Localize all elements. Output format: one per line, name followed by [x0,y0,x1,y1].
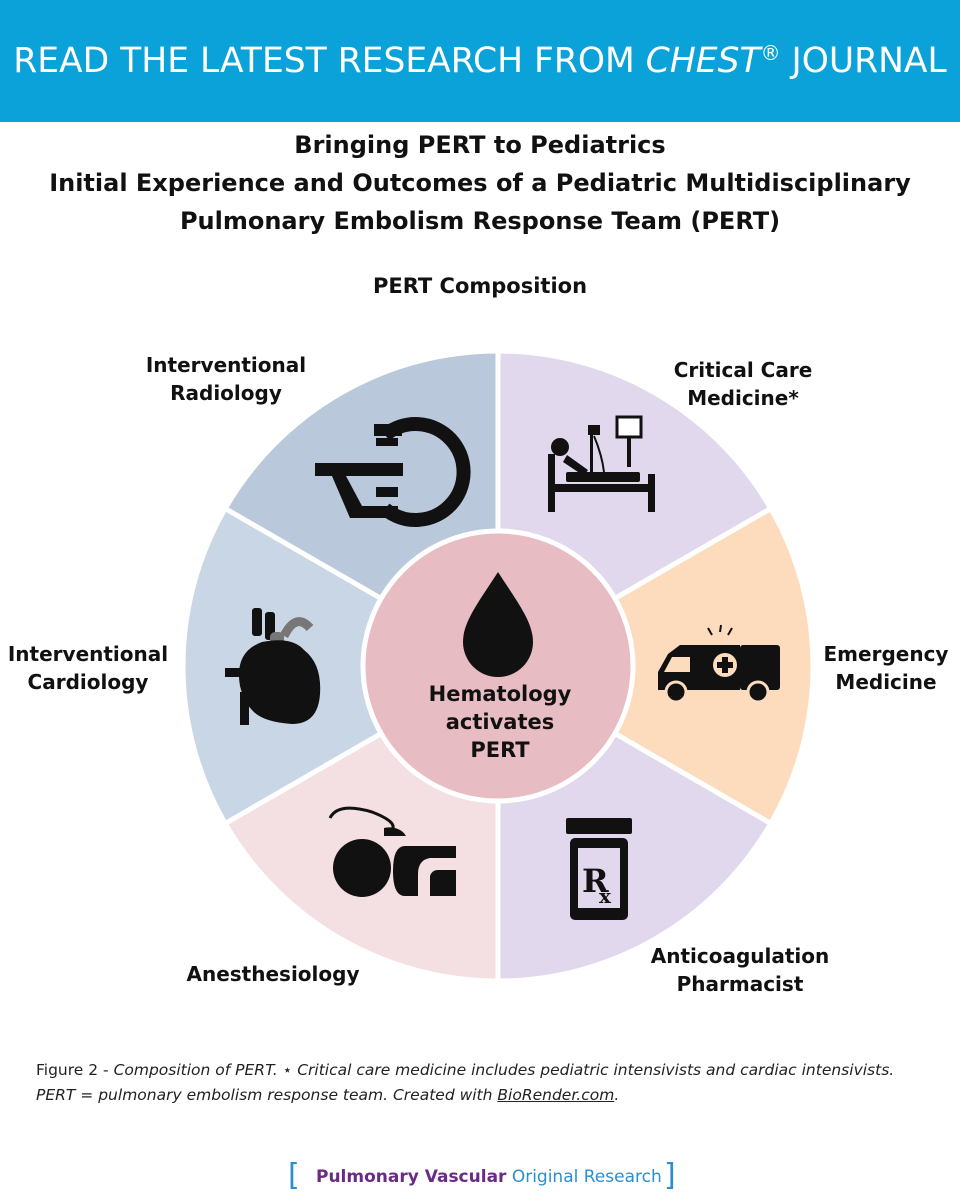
hospital-bed-icon [548,415,655,512]
svg-text:x: x [599,884,612,908]
label-interventional-radiology: Interventional Radiology [126,351,326,407]
center-label-line-2: activates [445,710,555,734]
segment-emergency [492,505,816,827]
segment-cardiology [180,505,504,827]
footer-text: Pulmonary Vascular Original Research [316,1167,662,1187]
biorender-link[interactable]: BioRender.com [497,1086,615,1104]
center-label: Hematology activates PERT [380,680,620,764]
banner-prefix: READ THE LATEST RESEARCH FROM [13,41,646,81]
caption-line-2: PERT = pulmonary embolism response team.… [36,1083,936,1108]
label-line-2: Cardiology [27,670,149,694]
heart-icon [225,608,321,725]
caption-figure-number: Figure 2 - [36,1061,114,1079]
prescription-bottle-icon: R x [566,818,632,920]
caption-star: ⋆ [277,1061,298,1079]
footer-type-label: Original Research [511,1167,662,1187]
label-line-1: Anesthesiology [186,962,360,986]
label-line-2: Medicine [835,670,937,694]
label-line-1: Anticoagulation [650,944,830,968]
label-line-1: Emergency [823,642,949,666]
label-line-1: Critical Care [673,358,813,382]
caption-line-1: Figure 2 - Composition of PERT. ⋆ Critic… [36,1058,936,1083]
label-line-2: Radiology [170,381,282,405]
banner-journal-name: CHEST [645,41,761,81]
c-arm-scanner-icon [315,417,471,527]
label-critical-care-medicine: Critical Care Medicine* [648,356,838,412]
header-banner: READ THE LATEST RESEARCH FROM CHEST® JOU… [0,0,960,122]
center-label-line-3: PERT [470,738,530,762]
label-anticoagulation-pharmacist: Anticoagulation Pharmacist [630,942,850,998]
label-interventional-cardiology: Interventional Cardiology [0,640,176,696]
diagram-title: PERT Composition [372,274,588,298]
svg-text:R: R [582,862,609,900]
footer-open-bracket: [ [288,1158,300,1193]
figure-caption: Figure 2 - Composition of PERT. ⋆ Critic… [36,1058,936,1108]
label-anesthesiology: Anesthesiology [168,960,378,988]
banner-text: READ THE LATEST RESEARCH FROM CHEST® JOU… [13,41,946,81]
caption-period: . [614,1086,620,1104]
label-line-2: Medicine* [687,386,799,410]
footer-category-label: Pulmonary Vascular [316,1167,507,1187]
footer-close-bracket: ] [664,1158,676,1193]
label-line-2: Pharmacist [676,972,804,996]
label-line-1: Interventional [145,353,307,377]
footer-category: [ Pulmonary Vascular Original Research ] [0,1156,960,1196]
ambulance-icon [658,624,780,704]
anesthesia-icon [328,806,456,897]
label-line-1: Interventional [7,642,169,666]
banner-suffix: JOURNAL [780,41,947,81]
article-subtitle-line-1: Initial Experience and Outcomes of a Ped… [49,169,911,197]
caption-definition: PERT = pulmonary embolism response team.… [36,1086,498,1104]
center-label-line-1: Hematology [428,682,572,706]
label-emergency-medicine: Emergency Medicine [806,640,960,696]
article-title: Bringing PERT to Pediatrics [294,131,666,159]
caption-figure-title: Composition of PERT. [113,1061,278,1079]
blood-drop-icon [463,572,533,677]
banner-registered-mark: ® [760,41,781,65]
article-subtitle-line-2: Pulmonary Embolism Response Team (PERT) [179,207,781,235]
caption-note: Critical care medicine includes pediatri… [297,1061,895,1079]
article-titles: Bringing PERT to Pediatrics Initial Expe… [0,126,960,240]
